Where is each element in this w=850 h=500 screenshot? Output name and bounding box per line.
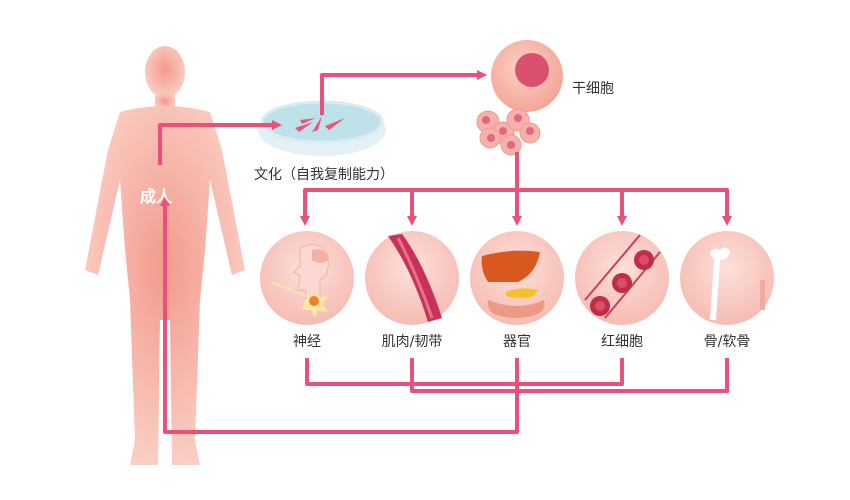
adult-label: 成人 [140,187,173,206]
muscle-icon [365,231,459,325]
petri-dish-icon [258,100,386,156]
culture-label: 文化（自我复制能力） [254,167,394,183]
return-line-a [305,358,624,386]
return-line-b [410,358,729,393]
category-label-organ: 器官 [503,334,531,350]
bone-icon [680,231,774,325]
nerve-icon [260,231,354,325]
stem-cell-label: 干细胞 [572,81,614,97]
stem-cell-icon [491,40,563,112]
organ-icon [470,231,564,325]
arrow-return-to-body [160,196,519,434]
category-label-bone: 骨/软骨 [703,334,751,350]
flow-arrows [158,70,732,434]
arrow-body-to-dish [158,120,282,165]
red-blood-cell-icon [575,231,669,325]
arrow-dish-to-stem-cell [320,70,487,115]
category-label-nerve: 神经 [293,334,321,350]
category-label-red-blood-cell: 红细胞 [601,334,643,350]
category-label-muscle: 肌肉/韧带 [381,334,443,350]
cell-cluster-icon [476,108,541,156]
